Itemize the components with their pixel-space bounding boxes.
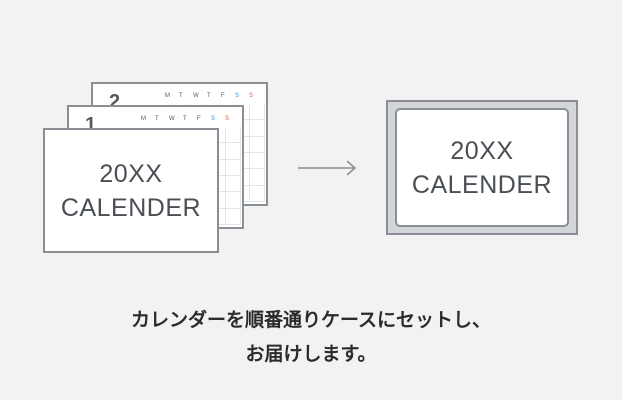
day-label-fri: F xyxy=(197,116,201,122)
caption-line-1: カレンダーを順番通りケースにセットし、 xyxy=(130,309,492,331)
sheet-month-number: 1 xyxy=(85,114,97,136)
sheet-month-number: 2 xyxy=(109,91,121,113)
calendar-day-cell xyxy=(249,185,265,202)
calendar-day-cell xyxy=(249,136,265,153)
caption-line-2: お届けします。 xyxy=(245,343,377,365)
calendar-day-cell xyxy=(225,208,241,225)
day-label-wed: W xyxy=(193,93,199,99)
day-label-sun: S xyxy=(225,116,230,122)
day-label-thu: T xyxy=(207,93,211,99)
day-label-sun: S xyxy=(249,93,254,99)
calendar-day-cell xyxy=(249,104,265,121)
calendar-day-cell xyxy=(249,153,265,170)
day-label-sat: S xyxy=(235,93,240,99)
day-label-tue: T xyxy=(179,93,183,99)
calendar-case: 20XX CALENDER xyxy=(386,100,578,235)
case-title: CALENDER xyxy=(411,170,553,199)
calendar-day-cell xyxy=(225,127,241,144)
calendar-day-cell xyxy=(249,169,265,186)
day-label-sat: S xyxy=(211,116,216,122)
day-label-wed: W xyxy=(169,116,175,122)
case-year: 20XX xyxy=(450,136,514,165)
day-label-mon: M xyxy=(141,116,146,122)
calendar-cover: 20XX CALENDER xyxy=(43,128,219,253)
day-label-thu: T xyxy=(183,116,187,122)
right-arrow-icon xyxy=(298,160,357,176)
calendar-day-cell xyxy=(225,176,241,193)
day-label-fri: F xyxy=(221,93,225,99)
calendar-day-cell xyxy=(225,192,241,209)
calendar-day-cell xyxy=(249,120,265,137)
day-label-mon: M xyxy=(165,93,170,99)
day-label-tue: T xyxy=(155,116,159,122)
cover-title: CALENDER xyxy=(60,193,202,222)
calendar-day-cell xyxy=(225,159,241,176)
cover-year: 20XX xyxy=(99,159,163,188)
case-calendar-cover: 20XX CALENDER xyxy=(395,108,569,227)
calendar-day-cell xyxy=(225,143,241,160)
